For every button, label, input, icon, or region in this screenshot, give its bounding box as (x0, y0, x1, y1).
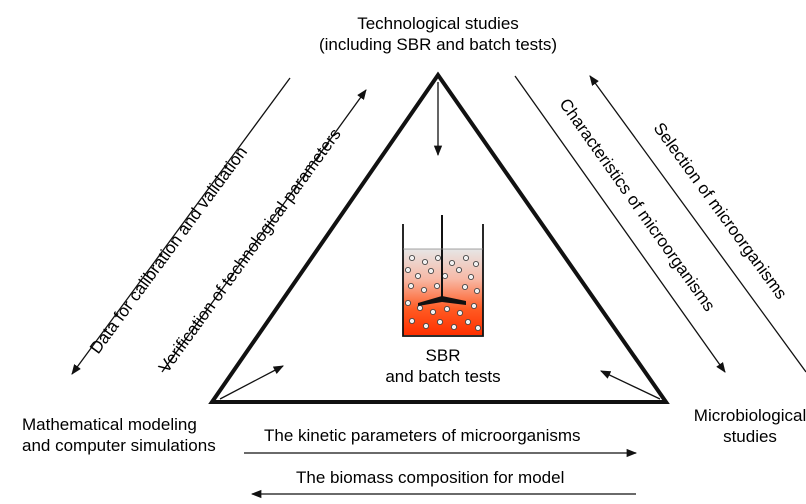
edge-bottom-upper-label: The kinetic parameters of microorganisms (264, 426, 581, 445)
arrow-right-to-reactor (600, 370, 661, 400)
node-top-line1: Technological studies (357, 14, 519, 33)
node-right-line2: studies (723, 427, 777, 446)
arrow-right-inner (514, 75, 726, 373)
node-center-line2: and batch tests (385, 367, 501, 386)
edge-bottom-lower-label: The biomass composition for model (296, 468, 565, 487)
node-center-line1: SBR (425, 346, 461, 365)
node-top-line2: (including SBR and batch tests) (318, 35, 558, 54)
arrow-left-inner (161, 89, 367, 373)
arrow-left-to-reactor (219, 365, 284, 400)
node-left-title: Mathematical modeling and computer simul… (22, 414, 216, 456)
node-top-title: Technological studies (including SBR and… (300, 13, 576, 55)
node-left-line2: and computer simulations (22, 436, 216, 455)
arrow-right-outer (589, 75, 806, 373)
node-center-title: SBR and batch tests (360, 345, 526, 387)
reactor-icon (402, 215, 484, 337)
node-right-line1: Microbiological (693, 406, 806, 425)
main-triangle (208, 71, 670, 404)
node-right-title: Microbiological studies (680, 405, 806, 447)
node-left-line1: Mathematical modeling (22, 415, 197, 434)
arrow-left-outer (71, 77, 291, 375)
